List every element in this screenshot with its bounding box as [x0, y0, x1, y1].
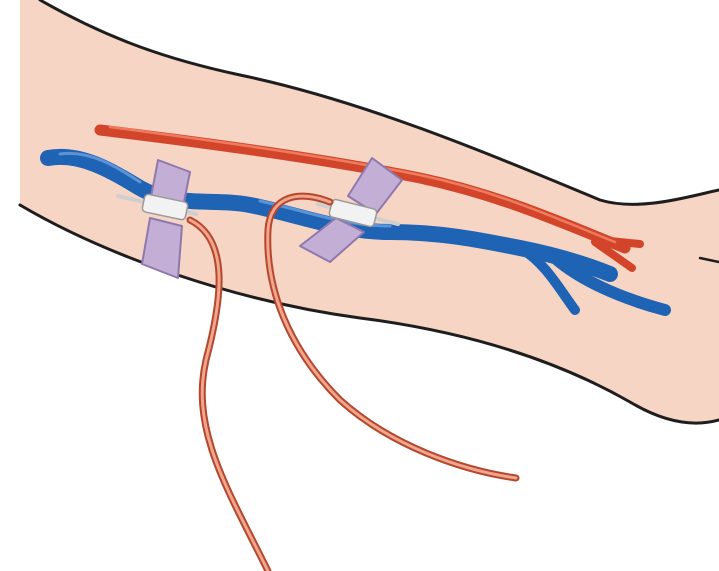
- needle-wing-left-lower: [142, 218, 182, 278]
